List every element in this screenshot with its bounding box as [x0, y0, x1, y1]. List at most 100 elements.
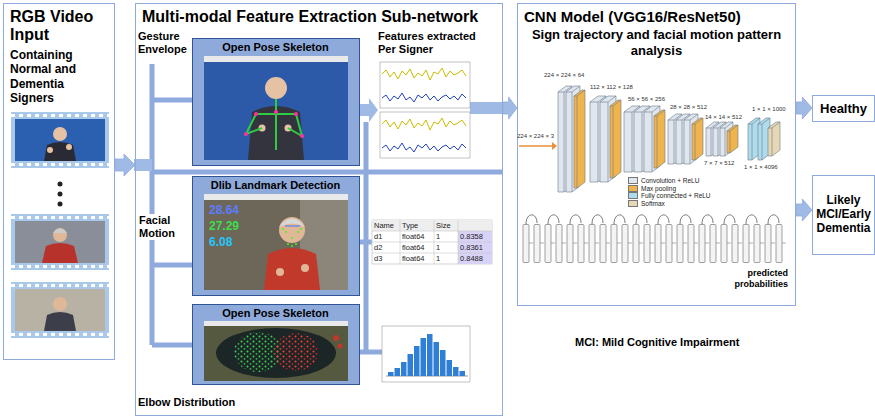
layer-dimension-holder: 224 × 224 × 3 — [517, 133, 554, 140]
skeleton-screenshot-part-part — [246, 114, 262, 134]
legend-swatch — [628, 192, 638, 199]
resnet-blocks-part — [522, 224, 786, 263]
legend-swatch — [628, 200, 638, 207]
cnn-layers-part — [552, 142, 557, 150]
measurement-value: 27.29 — [209, 219, 239, 233]
face-screenshot-part-part — [291, 237, 293, 239]
elbow-screenshot-part — [216, 328, 336, 378]
layer-dimension-holder: 224 × 224 × 64 — [544, 72, 584, 79]
face-screenshot-part-part — [282, 228, 284, 230]
video-thumbnail-part — [53, 228, 67, 242]
layer-dimension: 1 × 1 × 1000 — [752, 106, 786, 113]
section-label: Elbow Distribution — [138, 396, 235, 409]
measurement-value-holder: 6.08 — [209, 235, 232, 249]
table-cell: d2 — [374, 244, 382, 252]
block-arrow — [115, 154, 135, 176]
layer-dimension: 56 × 56 × 256 — [628, 96, 665, 103]
skeleton-screenshot-part — [244, 110, 304, 138]
arrow-shaft-part — [360, 98, 378, 122]
video-thumbnail-part — [53, 229, 67, 234]
value-table — [372, 220, 492, 264]
table-cell-holder: 1 — [436, 255, 440, 263]
layer-dimension: 224 × 224 × 3 — [517, 133, 554, 140]
box-title: Dlib Landmark Detection — [197, 179, 355, 192]
box-subtitle: Containing Normal and Dementia Signers — [10, 48, 108, 106]
layer-dimension: 28 × 28 × 512 — [670, 104, 707, 111]
video-thumbnail-part — [11, 214, 109, 270]
table-header: Size — [436, 222, 451, 230]
cnn-layers-part — [692, 118, 703, 160]
layer-dimension: 7 × 7 × 512 — [704, 160, 734, 167]
output-caption-holder: Features extracted Per Signer — [378, 30, 486, 56]
measurement-value-holder: 28.64 — [209, 203, 239, 217]
measurement-value: 6.08 — [209, 235, 232, 249]
video-thumbnail-part — [11, 265, 109, 268]
box-title: RGB Video Input — [10, 8, 108, 45]
histogram-part-part — [427, 334, 433, 376]
cnn-layers-part — [610, 100, 621, 178]
video-thumbnail-part — [11, 112, 109, 168]
video-thumbnail-part — [11, 114, 109, 117]
skeleton-screenshot-part-part — [244, 132, 248, 136]
box-title: Open Pose Skeleton — [197, 307, 355, 320]
box-title: Open Pose Skeleton — [197, 41, 355, 54]
feature-plot-part — [382, 93, 466, 102]
video-thumbnail-part — [53, 297, 67, 311]
ellipsis-dots — [58, 182, 63, 207]
connector-bus-part — [152, 170, 503, 175]
section-label-holder: Elbow Distribution — [138, 396, 235, 409]
face-screenshot-part — [204, 194, 348, 200]
cnn-layers — [519, 86, 780, 192]
table-cell: 0.8358 — [460, 233, 483, 241]
video-thumbnail-part — [11, 282, 109, 338]
connector-bus-part — [152, 98, 192, 103]
section-label: Facial Motion — [138, 214, 192, 240]
layer-dimension-holder: 56 × 56 × 256 — [628, 96, 665, 103]
measurement-value-holder: 27.29 — [209, 219, 239, 233]
table-header: Type — [402, 222, 418, 230]
box-title: CNN Model (VGG16/ResNet50) — [524, 8, 789, 25]
face-screenshot-part — [276, 268, 284, 276]
face-screenshot-part-part — [295, 243, 297, 245]
layer-dimension-holder: 14 × 14 × 512 — [705, 114, 742, 121]
face-screenshot-part-part — [287, 243, 289, 245]
block-arrow — [503, 97, 517, 119]
table-cell-holder: 1 — [436, 233, 440, 241]
face-screenshot-part — [282, 228, 302, 247]
histogram-part-part — [447, 360, 453, 376]
video-thumbnail-part — [11, 284, 109, 287]
elbow-screenshot-part — [204, 326, 348, 381]
block-arrow — [796, 199, 812, 221]
table-cell: d3 — [374, 255, 382, 263]
table-cell-holder: d1 — [374, 233, 382, 241]
legend-text: Fully connected + ReLU — [641, 192, 711, 199]
skeleton-screenshot-part — [204, 56, 348, 62]
layer-dimension-holder: 112 × 112 × 128 — [590, 84, 633, 91]
panel-fill-part — [192, 176, 360, 296]
footnote-holder: MCI: Mild Cognitive Impairment — [575, 336, 739, 349]
table-cell-holder: d2 — [374, 244, 382, 252]
table-cell-holder: float64 — [402, 244, 425, 252]
feature-plot-part — [382, 118, 466, 130]
table-cell: 0.8361 — [460, 244, 483, 252]
table-cell: 1 — [436, 255, 440, 263]
skeleton-screenshot-part — [248, 106, 304, 160]
skeleton-screenshot-part — [246, 99, 302, 150]
table-cell: 0.8488 — [460, 255, 483, 263]
cnn-layers-part — [519, 145, 552, 147]
feature-subnetwork: Multi-modal Feature Extraction Sub-netwo… — [135, 3, 503, 416]
video-thumbnail-part — [11, 333, 109, 336]
video-thumbnail — [11, 112, 109, 168]
value-table-part — [372, 220, 492, 264]
openpose-panel: Open Pose Skeleton — [192, 38, 360, 166]
table-header-holder: Name — [374, 222, 394, 230]
resnet-blocks — [522, 211, 786, 263]
skeleton-screenshot-part-part — [274, 110, 278, 114]
connector-bus-part — [360, 350, 382, 355]
elbow-screenshot-part — [333, 335, 339, 341]
face-screenshot-part-part — [291, 245, 293, 247]
video-thumbnail-part — [47, 147, 53, 153]
output-caption: Features extracted Per Signer — [378, 30, 486, 56]
output-box: Healthy — [812, 95, 875, 122]
